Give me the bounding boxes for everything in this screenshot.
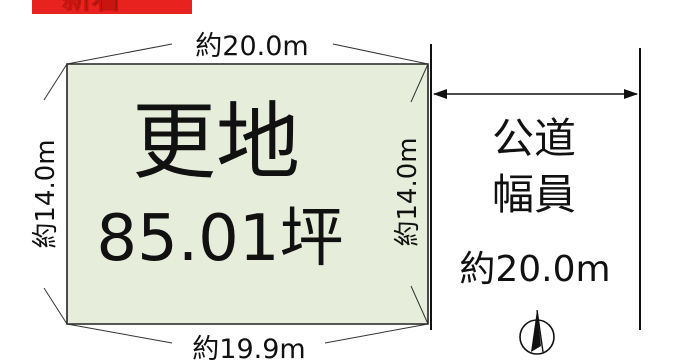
lot-area-label: 85.01坪 <box>96 202 343 276</box>
road: 公道 幅員 約20.0m <box>430 44 641 330</box>
dimension-bottom: 約19.9m <box>66 323 429 362</box>
road-width-arrowhead-right <box>624 89 638 99</box>
dimension-left-label: 約14.0m <box>31 139 61 248</box>
road-label-line1: 公道 <box>492 114 576 163</box>
dimension-right-label: 約14.0m <box>393 137 423 246</box>
road-width-arrowhead-left <box>433 89 447 99</box>
dimension-top: 約20.0m <box>66 31 429 65</box>
badge-text: 新着 <box>62 0 122 16</box>
dimension-right: 約14.0m <box>393 63 429 325</box>
new-listing-badge: 新着 <box>32 0 192 17</box>
road-label-line2: 幅員 <box>492 170 576 219</box>
dimension-top-label: 約20.0m <box>195 31 308 62</box>
road-width-label: 約20.0m <box>459 249 610 290</box>
badge-background <box>32 0 192 14</box>
north-arrow-icon <box>519 309 555 355</box>
dimension-bottom-label: 約19.9m <box>192 334 305 362</box>
dimension-left: 約14.0m <box>31 63 68 325</box>
lot-type-label: 更地 <box>132 93 300 191</box>
